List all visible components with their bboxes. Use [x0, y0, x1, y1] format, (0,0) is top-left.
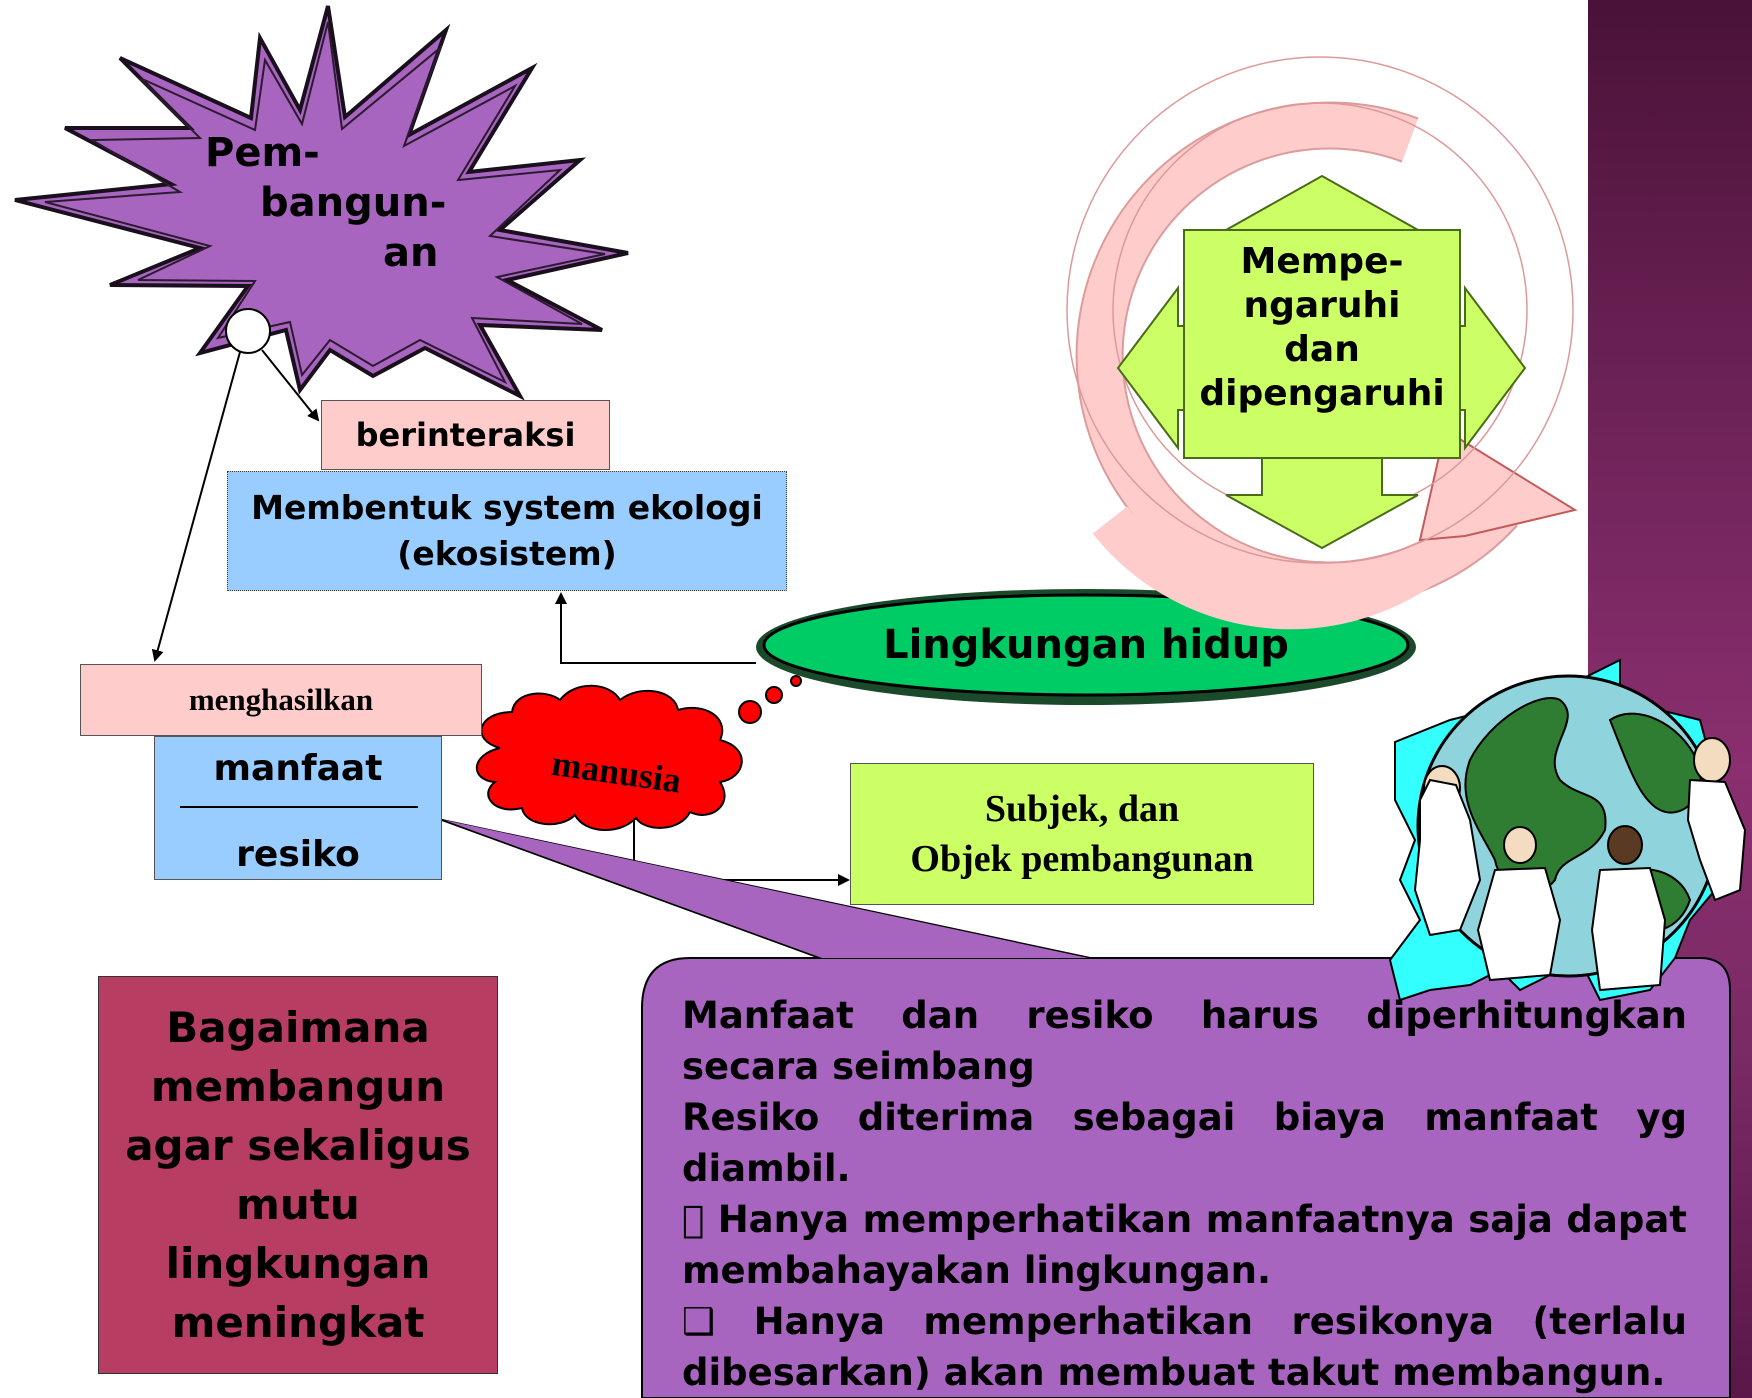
circular-arrow-icon: [1066, 56, 1578, 630]
ekosistem-box: Membentuk system ekologi (ekosistem): [227, 471, 787, 591]
cycle-label: Mempe- ngaruhi dan dipengaruhi: [1190, 240, 1454, 416]
star-line-3: an: [383, 230, 439, 276]
manfaat-label: manfaat: [213, 748, 383, 789]
cycle-line-1: Mempe-: [1240, 241, 1404, 282]
subjek-line-1: Subjek, dan: [984, 788, 1180, 830]
note-paragraph-1: Manfaat dan resiko harus diperhitungkan …: [682, 994, 1687, 1088]
ekosistem-line-1: Membentuk system ekologi: [251, 488, 763, 527]
divider: [180, 806, 418, 808]
question-box: Bagaimana membangun agar sekaligus mutu …: [98, 976, 498, 1374]
note-text: Manfaat dan resiko harus diperhitungkan …: [682, 990, 1687, 1398]
star-line-2: bangun-: [260, 180, 447, 226]
note-box: [641, 957, 1731, 1398]
cycle-line-2: ngaruhi: [1243, 285, 1401, 326]
star-line-1: Pem-: [205, 130, 320, 176]
globe-people-icon: [1388, 658, 1747, 1002]
lingkungan-label: Lingkungan hidup: [883, 622, 1289, 668]
berinteraksi-label: berinteraksi: [321, 400, 610, 470]
resiko-label: resiko: [236, 834, 360, 875]
question-line-3: agar sekaligus: [125, 1121, 471, 1170]
cross-arrow-icon: [1116, 174, 1527, 550]
question-line-2: membangun: [150, 1062, 446, 1111]
subjek-objek-box: Subjek, dan Objek pembangunan: [850, 763, 1314, 905]
cycle-line-4: dipengaruhi: [1199, 373, 1445, 414]
note-paragraph-3:  Hanya memperhatikan manfaatnya saja da…: [682, 1198, 1687, 1292]
menghasilkan-label: menghasilkan: [80, 664, 482, 736]
question-line-5: meningkat: [171, 1298, 425, 1347]
ekosistem-line-2: (ekosistem): [397, 534, 617, 573]
connector-circle: [225, 308, 271, 354]
star-label: Pem- bangun- an: [205, 128, 446, 278]
manfaat-resiko-box: [154, 736, 442, 880]
subjek-line-2: Objek pembangunan: [910, 838, 1254, 880]
note-paragraph-2: Resiko diterima sebagai biaya manfaat yg…: [682, 1096, 1687, 1190]
cycle-line-3: dan: [1284, 329, 1360, 370]
note-paragraph-4: ❑ Hanya memperhatikan resikonya (terlalu…: [682, 1300, 1687, 1394]
manusia-cloud: [475, 684, 743, 831]
question-line-4: mutu lingkungan: [165, 1180, 431, 1288]
question-line-1: Bagaimana: [166, 1003, 430, 1052]
